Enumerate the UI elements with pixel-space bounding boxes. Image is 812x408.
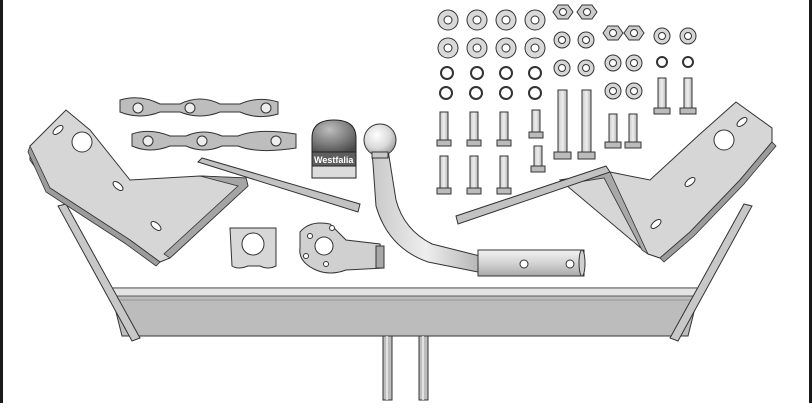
center-mount-posts (382, 335, 429, 401)
nut-plate-top (119, 97, 279, 118)
spring-washer-row-2 (439, 86, 542, 100)
spring-washer-row-1 (440, 66, 542, 80)
socket-plate (299, 222, 385, 274)
left-tie-rod (197, 157, 361, 213)
right-tie-rod (455, 165, 611, 225)
main-crossbeam (109, 287, 701, 337)
nut-plate-bottom (131, 130, 297, 152)
crossbeam-right-arm (669, 203, 753, 342)
spring-washers-right (656, 56, 694, 68)
hex-nuts (552, 4, 645, 41)
crossbeam-left-arm (57, 203, 141, 342)
washer-row-1 (437, 9, 546, 31)
right-frame-edge (809, 0, 812, 403)
bolt-row-a (436, 109, 544, 147)
cap-brand-label: Westfalia (314, 155, 354, 165)
short-bolts-right (604, 77, 697, 149)
tow-ball-arm (363, 123, 586, 277)
right-mounting-bracket (558, 101, 777, 263)
left-mounting-bracket (27, 109, 249, 267)
spacer-plate (229, 227, 277, 269)
washer-row-2 (437, 37, 546, 59)
long-bolts (553, 89, 596, 160)
left-frame-edge (0, 0, 3, 403)
ball-cap: Westfalia (311, 119, 357, 179)
bolt-row-b (436, 145, 546, 195)
washers-center-right (553, 27, 697, 100)
